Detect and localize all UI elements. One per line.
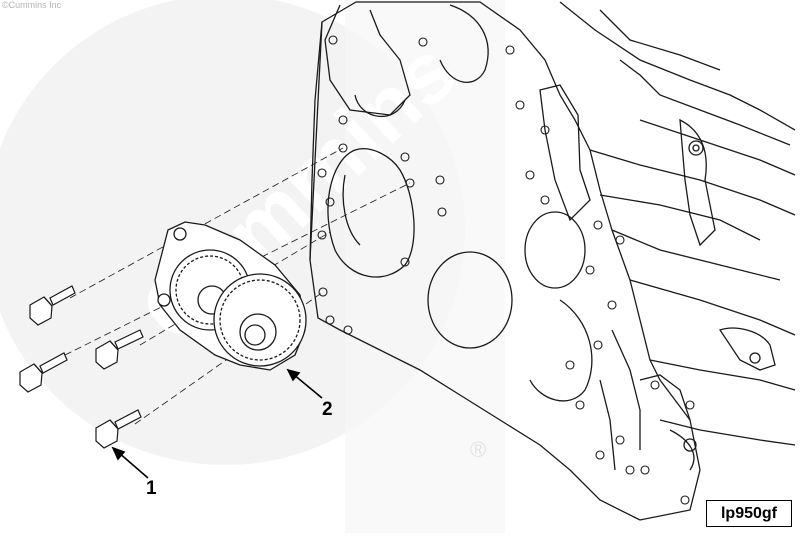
capscrew-2 [19,352,68,393]
capscrew-3 [95,329,144,370]
capscrew-4 [95,409,142,449]
illustration-code: lp950gf [706,500,792,527]
engine-block [309,1,796,521]
capscrew-1 [29,285,76,326]
leader-arrows [111,368,323,479]
callout-1-label: 1 [146,478,157,499]
registered-mark: ® [470,437,486,462]
callout-2-label: 2 [322,399,333,420]
plate-bolt-holes [317,35,695,505]
copyright-notice: ©Cummins Inc [2,0,62,10]
pump-idler-gear [213,273,307,367]
oil-pump [154,221,307,371]
capscrews [19,285,144,449]
